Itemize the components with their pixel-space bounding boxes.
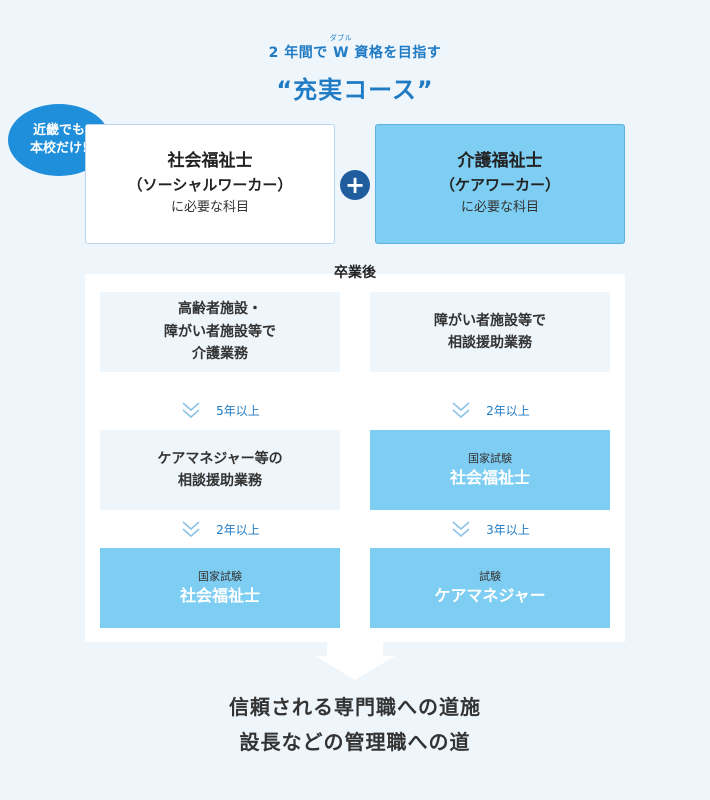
subtitle-post: 資格を目指す bbox=[349, 45, 442, 61]
plus-icon: + bbox=[340, 170, 370, 200]
right-arrow-2: 3年以上 bbox=[370, 510, 610, 548]
right-step-1-line-1: 障がい者施設等で bbox=[434, 312, 546, 329]
right-step-3-small: 試験 bbox=[479, 569, 501, 583]
subtitle-w-letter: W bbox=[333, 45, 350, 61]
badge-line-1: 近畿でも bbox=[32, 122, 85, 138]
after-graduation-label: 卒業後 bbox=[334, 265, 376, 281]
left-step-3: 国家試験 社会福祉士 bbox=[100, 548, 340, 628]
double-chevron-down-icon bbox=[182, 521, 200, 538]
subtitle-w-ruby: ダブル bbox=[329, 34, 353, 42]
subtitle-pre: 2 年間で bbox=[268, 45, 334, 61]
right-step-1-line-2: 相談援助業務 bbox=[448, 335, 532, 351]
right-arrow-1-years: 2年以上 bbox=[486, 403, 530, 418]
subtitle-w: ダブル W bbox=[330, 34, 352, 61]
course-care-worker: 介護福祉士 （ケアワーカー） に必要な科目 bbox=[375, 124, 625, 244]
double-chevron-down-icon bbox=[182, 402, 200, 419]
conclusion-line-2: 設長などの管理職への道 bbox=[239, 730, 471, 754]
left-step-1-line-2: 障がい者施設等で bbox=[164, 323, 276, 340]
right-step-2-small: 国家試験 bbox=[468, 451, 512, 465]
left-step-1-line-1: 高齢者施設・ bbox=[178, 301, 262, 318]
left-step-1-line-3: 介護業務 bbox=[192, 346, 248, 363]
left-step-2: ケアマネジャー等の 相談援助業務 bbox=[100, 430, 340, 510]
badge-line-2: 本校だけ! bbox=[30, 141, 88, 156]
left-arrow-1-years: 5年以上 bbox=[216, 403, 260, 418]
course-right-sub: （ケアワーカー） bbox=[439, 176, 560, 195]
right-step-3: 試験 ケアマネジャー bbox=[370, 548, 610, 628]
course-right-name: 介護福祉士 bbox=[457, 150, 543, 171]
double-chevron-down-icon bbox=[452, 521, 470, 538]
course-social-worker: 社会福祉士 （ソーシャルワーカー） に必要な科目 bbox=[85, 124, 335, 244]
left-arrow-1: 5年以上 bbox=[100, 391, 340, 429]
course-left-sub: （ソーシャルワーカー） bbox=[127, 176, 293, 195]
right-step-1: 障がい者施設等で 相談援助業務 bbox=[370, 292, 610, 372]
left-arrow-2: 2年以上 bbox=[100, 510, 340, 548]
big-down-arrow-icon bbox=[315, 640, 395, 680]
course-right-note: に必要な科目 bbox=[460, 199, 539, 215]
left-step-1: 高齢者施設・ 障がい者施設等で 介護業務 bbox=[100, 292, 340, 372]
course-left-note: に必要な科目 bbox=[170, 199, 249, 215]
double-chevron-down-icon bbox=[452, 402, 470, 419]
left-step-2-line-2: 相談援助業務 bbox=[178, 473, 262, 489]
right-arrow-2-years: 3年以上 bbox=[486, 522, 530, 537]
course-left-name: 社会福祉士 bbox=[167, 150, 253, 171]
left-step-2-line-1: ケアマネジャー等の bbox=[157, 450, 283, 467]
left-step-3-small: 国家試験 bbox=[198, 569, 242, 583]
left-arrow-2-years: 2年以上 bbox=[216, 522, 260, 537]
conclusion: 信頼される専門職への道施 設長などの管理職への道 bbox=[0, 690, 710, 760]
right-step-2-big: 社会福祉士 bbox=[449, 468, 530, 488]
left-step-3-big: 社会福祉士 bbox=[179, 586, 260, 606]
right-step-2: 国家試験 社会福祉士 bbox=[370, 430, 610, 510]
right-arrow-1: 2年以上 bbox=[370, 391, 610, 429]
page-title: “充実コース” bbox=[276, 76, 434, 104]
subtitle: 2 年間で ダブル W 資格を目指す bbox=[0, 34, 710, 62]
conclusion-line-1: 信頼される専門職への道施 bbox=[229, 695, 481, 719]
right-step-3-big: ケアマネジャー bbox=[434, 586, 546, 606]
